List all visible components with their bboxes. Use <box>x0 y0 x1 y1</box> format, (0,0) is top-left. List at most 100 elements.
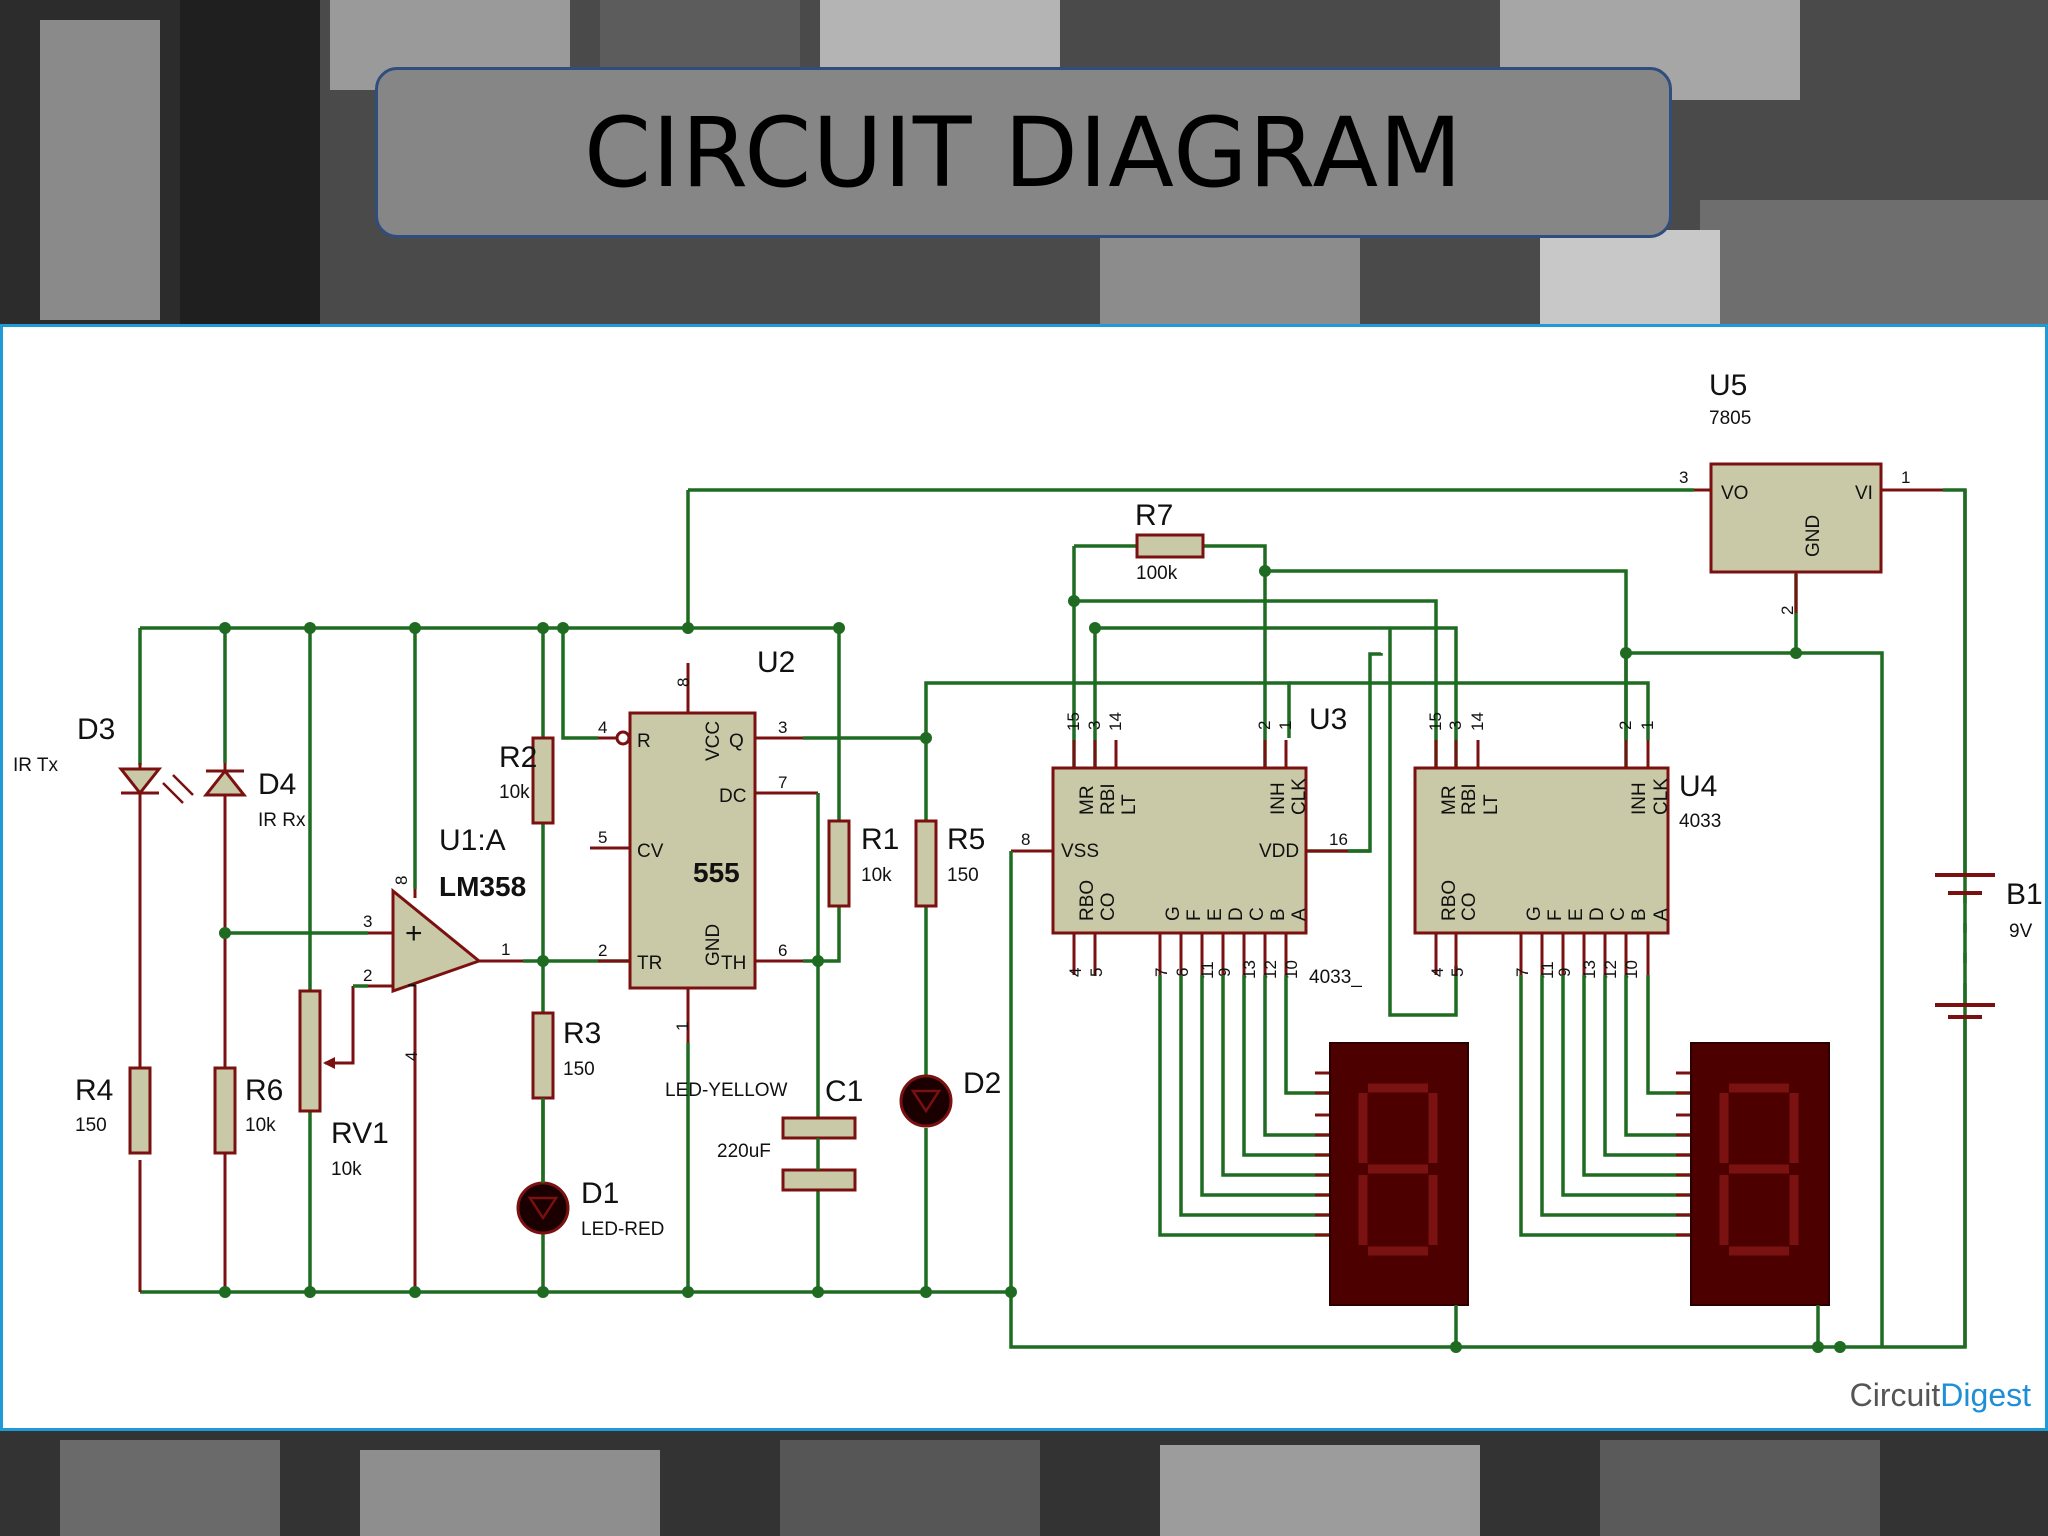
b1-value: 9V <box>2009 921 2033 942</box>
u4-label-d: D <box>1587 907 1608 921</box>
u2-label-tr: TR <box>637 953 662 974</box>
r6-resistor <box>213 1066 237 1155</box>
b1-ref: B1 <box>2006 878 2043 911</box>
d3-ref: D3 <box>77 713 115 746</box>
circuit-schematic: D3 IR Tx R4 150 D4 IR Rx R6 10k RV1 10k … <box>13 369 2043 1353</box>
u5-ref: U5 <box>1709 369 1747 402</box>
u4-pin-names-bottom: RBO CO G F E D C B A <box>1439 880 1672 921</box>
u4-pin2: 2 <box>1616 721 1635 730</box>
d4-value: IR Rx <box>258 810 306 831</box>
r7-value: 100k <box>1136 563 1178 584</box>
u5-label-vo: VO <box>1721 483 1748 504</box>
u3-pin1: 1 <box>1276 721 1295 730</box>
u2-pin1: 1 <box>673 1022 692 1031</box>
logo-part-2: Digest <box>1940 1377 2031 1413</box>
u1-pin3: 3 <box>363 912 372 931</box>
c1-capacitor-bottom <box>781 1168 857 1192</box>
u3-4033-counter <box>1011 740 1348 975</box>
u2-ref: U2 <box>757 646 795 679</box>
u4-label-rbo: RBO <box>1439 880 1460 921</box>
u4-value: 4033 <box>1679 811 1721 832</box>
r7-ref: R7 <box>1135 499 1173 532</box>
u3-pin16: 16 <box>1329 830 1348 849</box>
r4-resistor <box>128 1066 152 1155</box>
r6-value: 10k <box>245 1115 276 1136</box>
u3-pin9: 9 <box>1215 968 1234 977</box>
u4-pin-numbers-bottom: 4 5 7 11 9 13 12 10 <box>1428 960 1641 979</box>
r7-resistor <box>1135 533 1205 559</box>
u4-pin-numbers-top: 15 3 14 2 1 <box>1426 712 1657 731</box>
u4-pin15: 15 <box>1426 712 1445 731</box>
u3-pin11: 11 <box>1198 961 1217 979</box>
u4-label-mr: MR <box>1439 785 1460 815</box>
u4-pin10: 10 <box>1622 960 1641 979</box>
u4-pin3: 3 <box>1446 721 1465 730</box>
r1-value: 10k <box>861 865 892 886</box>
seven-segment-display-right <box>1690 1042 1830 1306</box>
d1-led-red <box>516 1181 570 1235</box>
u4-pin7: 7 <box>1513 968 1532 977</box>
u2-pin2: 2 <box>598 941 607 960</box>
u3-label-e: E <box>1205 908 1226 921</box>
u3-value: 4033_ <box>1309 967 1362 988</box>
circuitdigest-logo: CircuitDigest <box>1850 1377 2031 1414</box>
u3-label-d: D <box>1226 907 1247 921</box>
u4-label-co: CO <box>1459 893 1480 922</box>
u2-label-r: R <box>637 731 651 752</box>
d1-value: LED-RED <box>581 1219 664 1240</box>
r3-value: 150 <box>563 1059 595 1080</box>
u3-label-b: B <box>1268 908 1289 921</box>
u5-value: 7805 <box>1709 408 1751 429</box>
u2-pin7: 7 <box>778 773 787 792</box>
u3-label-mr: MR <box>1077 785 1098 815</box>
u4-pin4: 4 <box>1428 968 1447 977</box>
c1-ref: C1 <box>825 1075 863 1108</box>
u3-pin-numbers-bottom: 4 5 7 6 11 9 13 12 10 <box>1066 960 1301 979</box>
r1-resistor <box>827 819 851 908</box>
u4-pin-names-top: MR RBI LT INH CLK <box>1439 778 1672 815</box>
led-yellow-label: LED-YELLOW <box>665 1080 788 1101</box>
u1-ref: U1:A <box>439 824 506 857</box>
d1-ref: D1 <box>581 1177 619 1210</box>
u1-pin2: 2 <box>363 966 372 985</box>
u4-pin13: 13 <box>1580 960 1599 979</box>
u3-label-g: G <box>1163 906 1184 921</box>
r5-ref: R5 <box>947 823 985 856</box>
r4-ref: R4 <box>75 1074 113 1107</box>
u3-pin2: 2 <box>1255 721 1274 730</box>
u1-minus-sign: - <box>407 967 417 1000</box>
c1-value: 220uF <box>717 1141 771 1162</box>
u3-label-rbi: RBI <box>1098 783 1119 815</box>
u4-pin1: 1 <box>1638 721 1657 730</box>
u2-555-timer <box>590 663 818 1043</box>
u1-pin4: 4 <box>402 1052 421 1061</box>
u4-label-c: C <box>1608 907 1629 921</box>
u2-pin6: 6 <box>778 941 787 960</box>
u2-pin5: 5 <box>598 828 607 847</box>
u4-label-g: G <box>1524 906 1545 921</box>
u3-label-clk: CLK <box>1289 778 1310 815</box>
d3-value: IR Tx <box>13 755 59 776</box>
r4-value: 150 <box>75 1115 107 1136</box>
u3-pin-numbers-top: 15 3 14 2 1 <box>1064 712 1295 731</box>
u4-label-lt: LT <box>1481 794 1502 815</box>
u4-4033-counter <box>1413 740 1670 975</box>
u3-pin4: 4 <box>1066 968 1085 977</box>
d2-led <box>899 1074 953 1128</box>
u1-plus-sign: + <box>405 917 423 950</box>
u3-pin8: 8 <box>1021 830 1030 849</box>
r2-resistor <box>531 736 555 825</box>
d4-ir-rx-diode <box>202 768 248 797</box>
rv1-value: 10k <box>331 1159 362 1180</box>
u2-label-cv: CV <box>637 841 664 862</box>
u1-opamp-lm358: + - <box>368 628 523 1292</box>
u3-label-a: A <box>1289 908 1310 921</box>
r1-ref: R1 <box>861 823 899 856</box>
u3-label-inh: INH <box>1268 782 1289 815</box>
u1-value: LM358 <box>439 871 526 902</box>
u2-label-vcc: VCC <box>703 721 724 761</box>
d2-ref: D2 <box>963 1067 1001 1100</box>
rv1-potentiometer <box>298 989 322 1113</box>
c1-capacitor-top <box>781 1116 857 1140</box>
page-title: CIRCUIT DIAGRAM <box>584 96 1463 209</box>
